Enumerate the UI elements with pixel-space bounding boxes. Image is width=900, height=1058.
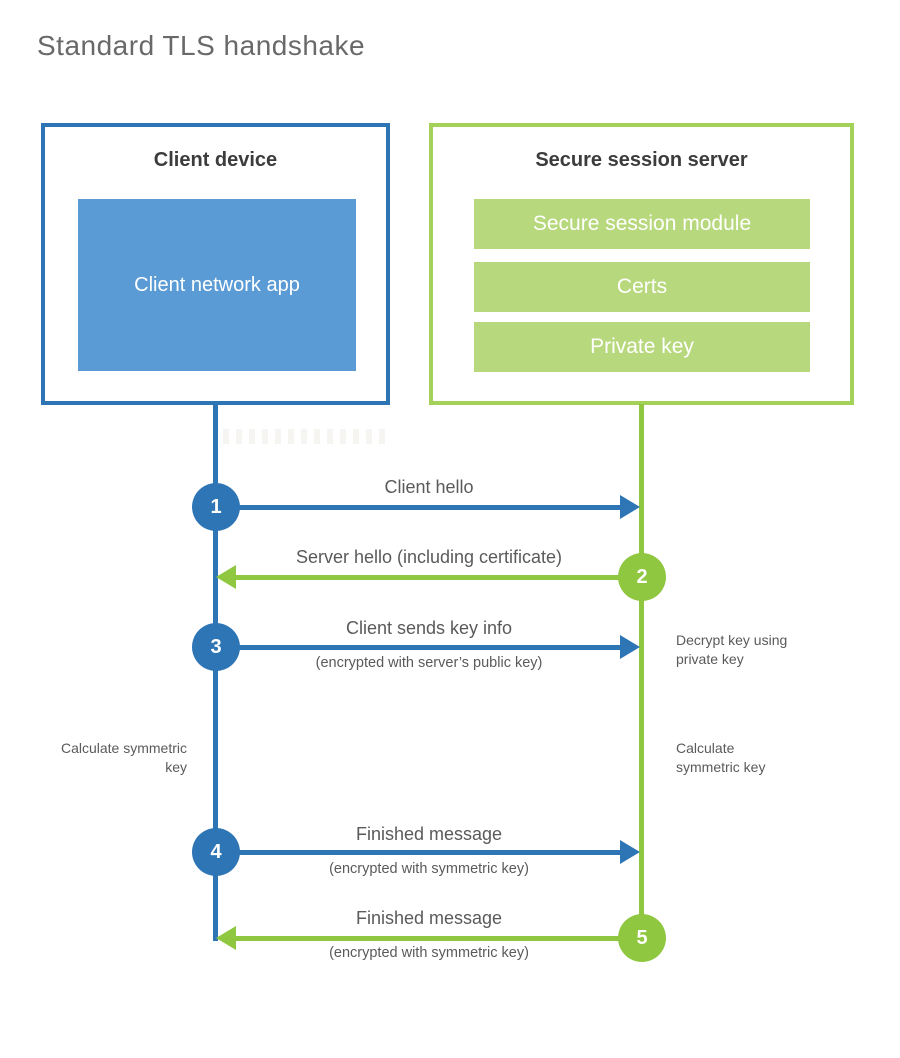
step-circle-1: 1	[192, 483, 240, 531]
message-sublabel-client-key-info: (encrypted with server’s public key)	[315, 655, 543, 671]
step-circle-5: 5	[618, 914, 666, 962]
message-label-client-key-info: Client sends key info	[345, 618, 513, 638]
message-label-server-hello: Server hello (including certificate)	[295, 547, 563, 567]
server-lifeline	[639, 404, 644, 924]
server-private-key-bar: Private key	[474, 322, 810, 372]
client-device-box: Client device Client network app	[41, 123, 390, 405]
message-label-finished-server: Finished message	[355, 908, 503, 928]
step-circle-3: 3	[192, 623, 240, 671]
note-calculate-symmetric-key-client: Calculate symmetric key	[60, 740, 187, 775]
server-module-bar: Secure session module	[474, 199, 810, 249]
message-sublabel-finished-server: (encrypted with symmetric key)	[329, 945, 529, 961]
server-certs-bar: Certs	[474, 262, 810, 312]
note-decrypt-key: Decrypt key using private key	[676, 632, 788, 667]
message-label-finished-client: Finished message	[355, 824, 503, 844]
arrowhead-left-icon	[216, 565, 236, 589]
client-lifeline	[213, 404, 218, 941]
secure-session-server-box: Secure session server Secure session mod…	[429, 123, 854, 405]
message-sublabel-finished-client: (encrypted with symmetric key)	[329, 861, 529, 877]
message-label-client-hello: Client hello	[384, 477, 474, 497]
step-circle-2: 2	[618, 553, 666, 601]
client-device-title: Client device	[153, 149, 278, 171]
arrow-client-key-info	[238, 645, 622, 650]
arrowhead-right-icon	[620, 635, 640, 659]
client-network-app-rect: Client network app	[78, 199, 356, 371]
arrow-finished-server	[236, 936, 620, 941]
arrowhead-left-icon	[216, 926, 236, 950]
client-network-app-label: Client network app	[134, 273, 300, 296]
faint-artifact	[223, 429, 385, 444]
arrow-finished-client	[238, 850, 622, 855]
arrowhead-right-icon	[620, 495, 640, 519]
arrowhead-right-icon	[620, 840, 640, 864]
secure-session-server-title: Secure session server	[535, 149, 748, 171]
arrow-client-hello	[238, 505, 622, 510]
step-circle-4: 4	[192, 828, 240, 876]
note-calculate-symmetric-key-server: Calculate symmetric key	[676, 740, 766, 775]
page-title: Standard TLS handshake	[37, 30, 366, 61]
arrow-server-hello	[236, 575, 620, 580]
